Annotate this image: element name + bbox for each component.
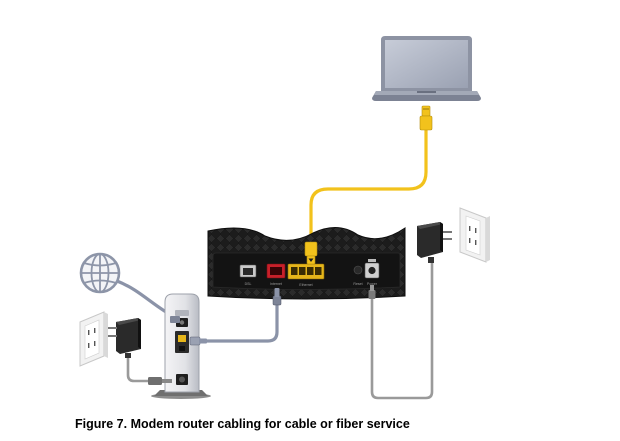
internet-plug-router [272, 288, 282, 306]
modem-router-ethernet-cable [205, 298, 279, 343]
power-adapter-icon-right [417, 222, 452, 263]
modem-power-cable [126, 353, 152, 383]
power-plug-router [368, 285, 376, 299]
router-ethernet-ports [287, 263, 325, 280]
router-ethernet-label: Ethernet [299, 283, 312, 287]
router-reset-button [353, 265, 363, 275]
router-power-cable [370, 260, 434, 400]
flat-arrow-icon [308, 258, 314, 262]
power-adapter-icon-left [108, 318, 141, 358]
ethernet-plug-laptop [419, 105, 433, 131]
wall-outlet-icon-right [459, 207, 490, 263]
globe-icon [79, 252, 121, 294]
router-internet-label: Internet [270, 282, 282, 286]
coax-plug-modem [170, 316, 180, 323]
router-power-port [364, 259, 380, 279]
ethernet-cable [309, 128, 428, 244]
router-reset-label: Reset [353, 282, 362, 286]
router-dsl-port [239, 264, 257, 278]
router-internet-port [266, 263, 286, 279]
wall-outlet-icon-left [79, 311, 108, 367]
figure-caption: Figure 7. Modem router cabling for cable… [75, 417, 410, 431]
power-plug-modem [148, 377, 172, 385]
router-power-label: Power [367, 282, 378, 286]
ethernet-plug-modem [189, 336, 207, 346]
laptop-icon [372, 36, 481, 101]
router-dsl-label: DSL [245, 282, 252, 286]
